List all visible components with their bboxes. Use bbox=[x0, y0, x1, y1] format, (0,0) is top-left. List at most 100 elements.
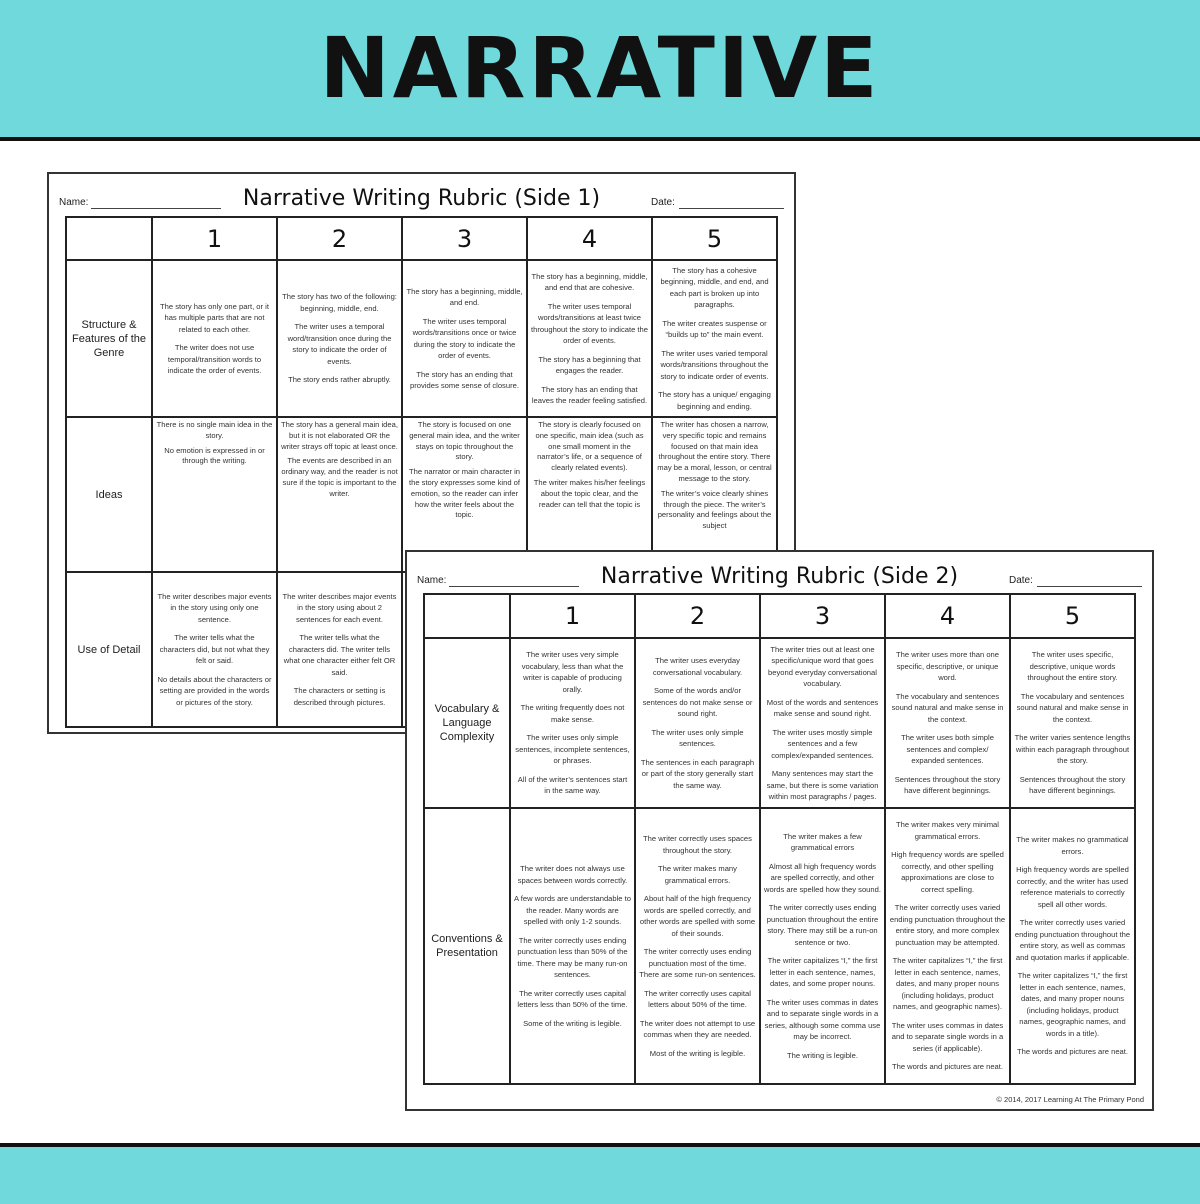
descriptor-text: The story has only one part, or it has m… bbox=[160, 301, 269, 334]
date-label: Date: bbox=[651, 197, 675, 208]
descriptor-text: The vocabulary and sentences sound natur… bbox=[1016, 691, 1129, 724]
rubric-cell-content: The story has a beginning, middle, and e… bbox=[406, 286, 523, 392]
descriptor-text: High frequency words are spelled correct… bbox=[1016, 865, 1129, 909]
rubric-cell: The writer does not always use spaces be… bbox=[509, 807, 636, 1085]
score-header-3: 3 bbox=[401, 216, 528, 261]
rubric-cell-content: The writer uses specific, descriptive, u… bbox=[1014, 649, 1131, 797]
descriptor-text: The writer capitalizes “I,” the first le… bbox=[767, 956, 878, 989]
rubric-cell-content: There is no single main idea in the stor… bbox=[156, 420, 273, 471]
descriptor-text: The writer uses specific, descriptive, u… bbox=[1027, 650, 1118, 683]
descriptor-text: The writer makes his/her feelings about … bbox=[533, 477, 646, 509]
score-header-5: 5 bbox=[1009, 593, 1136, 639]
descriptor-text: Some of the words and/or sentences do no… bbox=[642, 686, 753, 718]
date-label: Date: bbox=[1009, 575, 1033, 586]
criterion-label: Use of Detail bbox=[65, 571, 153, 728]
rubric-cell: The story has a beginning, middle, and e… bbox=[401, 259, 528, 418]
descriptor-text: The writer correctly uses ending punctua… bbox=[766, 903, 879, 947]
rubric-cell: The story has a general main idea, but i… bbox=[276, 416, 403, 573]
corner-cell bbox=[65, 216, 153, 261]
descriptor-text: The writer uses a temporal word/transiti… bbox=[287, 322, 392, 366]
bottom-banner bbox=[0, 1143, 1200, 1204]
banner-title: NARRATIVE bbox=[319, 19, 881, 117]
descriptor-text: The writer uses more than one specific, … bbox=[896, 650, 999, 683]
top-banner: NARRATIVE bbox=[0, 0, 1200, 141]
descriptor-text: The writer’s voice clearly shines throug… bbox=[657, 488, 772, 531]
rubric-cell-content: The writer has chosen a narrow, very spe… bbox=[656, 420, 773, 536]
descriptor-text: No emotion is expressed in or through th… bbox=[164, 445, 265, 466]
descriptor-text: The writing frequently does not make sen… bbox=[520, 703, 625, 724]
name-line bbox=[449, 586, 579, 587]
descriptor-text: The story has a cohesive beginning, midd… bbox=[660, 265, 769, 310]
date-line bbox=[679, 208, 784, 209]
descriptor-text: The writer tells what the characters did… bbox=[159, 633, 270, 666]
rubric-cell: The writer describes major events in the… bbox=[276, 571, 403, 728]
rubric-cell: There is no single main idea in the stor… bbox=[151, 416, 278, 573]
date-line bbox=[1037, 586, 1142, 587]
descriptor-text: The writer describes major events in the… bbox=[157, 591, 272, 624]
rubric-cell-content: The story has a general main idea, but i… bbox=[281, 420, 398, 504]
descriptor-text: The writer uses temporal words/transitio… bbox=[531, 301, 648, 346]
rubric-cell: The writer uses everyday conversational … bbox=[634, 637, 761, 809]
descriptor-text: High frequency words are spelled correct… bbox=[891, 850, 1004, 894]
rubric-cell-content: The writer uses very simple vocabulary, … bbox=[514, 649, 631, 797]
rubric-cell: The story has a cohesive beginning, midd… bbox=[651, 259, 778, 418]
descriptor-text: The writer correctly uses capital letter… bbox=[517, 988, 628, 1010]
descriptor-text: The story has an ending that provides so… bbox=[410, 369, 519, 391]
rubric-cell: The writer describes major events in the… bbox=[151, 571, 278, 728]
criterion-label: Conventions & Presentation bbox=[423, 807, 511, 1085]
descriptor-text: The writer does not attempt to use comma… bbox=[639, 1018, 756, 1040]
criterion-label: Vocabulary & Language Complexity bbox=[423, 637, 511, 809]
descriptor-text: The writer uses mostly simple sentences … bbox=[771, 727, 874, 760]
descriptor-text: The story has an ending that leaves the … bbox=[531, 384, 648, 406]
rubric-cell-content: The writer makes no grammatical errors.H… bbox=[1014, 834, 1131, 1058]
rubric-cell: The story has only one part, or it has m… bbox=[151, 259, 278, 418]
descriptor-text: The writer correctly uses spaces through… bbox=[643, 834, 752, 855]
score-header-1: 1 bbox=[151, 216, 278, 261]
descriptor-text: The writer uses commas in dates and to s… bbox=[891, 1020, 1004, 1053]
criterion-label: Ideas bbox=[65, 416, 153, 573]
descriptor-text: The writer uses commas in dates and to s… bbox=[764, 997, 881, 1042]
descriptor-text: The story has two of the following: begi… bbox=[282, 292, 397, 313]
score-header-4: 4 bbox=[884, 593, 1011, 639]
descriptor-text: The writer uses varied temporal words/tr… bbox=[660, 348, 769, 381]
descriptor-text: The narrator or main character in the st… bbox=[408, 467, 520, 520]
descriptor-text: The writer uses temporal words/transitio… bbox=[412, 316, 517, 361]
descriptor-text: The writer tries out at least one specif… bbox=[768, 644, 877, 689]
sheet-title: Narrative Writing Rubric (Side 2) bbox=[600, 564, 959, 589]
descriptor-text: The writer uses very simple vocabulary, … bbox=[521, 650, 624, 694]
descriptor-text: The story is clearly focused on one spec… bbox=[535, 420, 644, 473]
rubric-cell: The story has a beginning, middle, and e… bbox=[526, 259, 653, 418]
rubric-cell-content: The story is focused on one general main… bbox=[406, 420, 523, 525]
descriptor-text: The words and pictures are neat. bbox=[1016, 1047, 1128, 1057]
rubric-cell: The writer correctly uses spaces through… bbox=[634, 807, 761, 1085]
descriptor-text: There is no single main idea in the stor… bbox=[156, 420, 273, 440]
descriptor-text: The writer capitalizes “I,” the first le… bbox=[1017, 971, 1128, 1038]
descriptor-text: The words and pictures are neat. bbox=[891, 1062, 1003, 1072]
copyright-text: © 2014, 2017 Learning At The Primary Pon… bbox=[996, 1095, 1144, 1104]
rubric-cell-content: The writer correctly uses spaces through… bbox=[639, 833, 756, 1059]
descriptor-text: Most of the words and sentences make sen… bbox=[766, 697, 879, 719]
descriptor-text: A few words are understandable to the re… bbox=[514, 894, 631, 926]
rubric-cell: The writer makes a few grammatical error… bbox=[759, 807, 886, 1085]
rubric-sheet-side-2: Name:Narrative Writing Rubric (Side 2)Da… bbox=[405, 550, 1154, 1111]
rubric-cell: The writer uses more than one specific, … bbox=[884, 637, 1011, 809]
rubric-cell: The writer makes no grammatical errors.H… bbox=[1009, 807, 1136, 1085]
descriptor-text: The vocabulary and sentences sound natur… bbox=[891, 691, 1004, 724]
descriptor-text: The story has a general main idea, but i… bbox=[281, 420, 398, 451]
descriptor-text: The writer correctly uses varied ending … bbox=[1014, 918, 1131, 962]
descriptor-text: The writer has chosen a narrow, very spe… bbox=[657, 420, 772, 483]
rubric-cell-content: The writer describes major events in the… bbox=[156, 591, 273, 709]
rubric-cell: The writer uses very simple vocabulary, … bbox=[509, 637, 636, 809]
descriptor-text: The story has a beginning, middle, and e… bbox=[531, 271, 648, 293]
descriptor-text: The writer uses only simple sentences. bbox=[651, 727, 744, 749]
descriptor-text: The writer does not use temporal/transit… bbox=[167, 343, 262, 375]
descriptor-text: The characters or setting is described t… bbox=[293, 686, 386, 707]
rubric-cell: The writer uses specific, descriptive, u… bbox=[1009, 637, 1136, 809]
descriptor-text: The writer uses only simple sentences, i… bbox=[515, 733, 630, 766]
descriptor-text: The writer correctly uses varied ending … bbox=[889, 903, 1006, 947]
descriptor-text: The writer varies sentence lengths withi… bbox=[1014, 733, 1131, 766]
descriptor-text: The story has a beginning, middle, and e… bbox=[406, 286, 523, 308]
